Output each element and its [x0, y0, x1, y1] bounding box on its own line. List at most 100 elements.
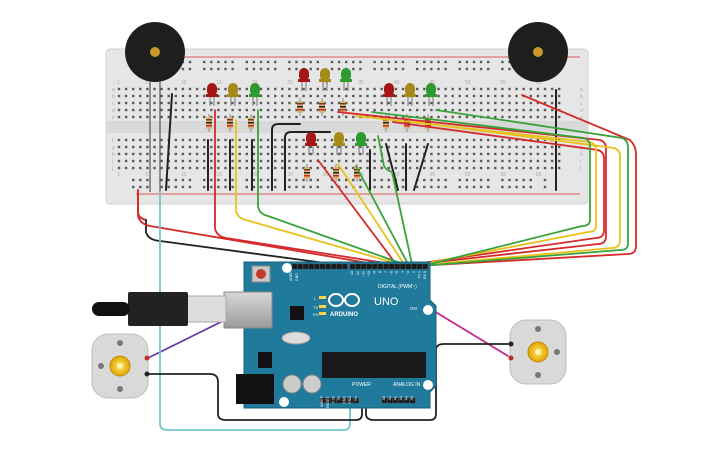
breadboard-hole[interactable] [408, 166, 412, 170]
breadboard-hole[interactable] [380, 108, 383, 112]
breadboard-hole[interactable] [281, 166, 284, 170]
breadboard-rail-hole[interactable] [337, 60, 341, 64]
breadboard-hole[interactable] [494, 87, 497, 91]
breadboard-hole[interactable] [281, 101, 284, 105]
breadboard-hole[interactable] [465, 101, 469, 105]
breadboard-hole[interactable] [451, 101, 454, 105]
breadboard-hole[interactable] [451, 145, 454, 149]
breadboard-hole[interactable] [401, 115, 405, 119]
breadboard-rail-hole[interactable] [359, 60, 362, 64]
breadboard-hole[interactable] [252, 108, 256, 112]
breadboard-hole[interactable] [266, 115, 270, 119]
breadboard-hole[interactable] [458, 145, 461, 149]
breadboard-rail-hole[interactable] [387, 67, 390, 71]
breadboard-hole[interactable] [408, 159, 412, 163]
breadboard-rail-hole[interactable] [479, 185, 483, 189]
breadboard-hole[interactable] [274, 101, 277, 105]
breadboard-hole[interactable] [323, 145, 327, 149]
breadboard-rail-hole[interactable] [515, 185, 518, 189]
breadboard-hole[interactable] [501, 115, 504, 119]
breadboard-hole[interactable] [316, 87, 319, 91]
breadboard-rail-hole[interactable] [501, 178, 504, 182]
header-pin[interactable] [342, 263, 348, 270]
breadboard-hole[interactable] [302, 87, 305, 91]
breadboard-hole[interactable] [238, 108, 241, 112]
breadboard-hole[interactable] [465, 159, 469, 163]
breadboard-hole[interactable] [444, 152, 447, 156]
arduino-uno[interactable]: ARDUINO UNO DIGITAL (PWM~) POWER ANALOG … [92, 261, 437, 409]
breadboard-hole[interactable] [479, 94, 483, 98]
breadboard-hole[interactable] [195, 166, 199, 170]
breadboard-hole[interactable] [281, 115, 284, 119]
breadboard-hole[interactable] [330, 166, 334, 170]
breadboard-hole[interactable] [408, 152, 412, 156]
breadboard-rail-hole[interactable] [430, 60, 433, 64]
breadboard-rail-hole[interactable] [259, 67, 263, 71]
breadboard-hole[interactable] [508, 166, 511, 170]
breadboard-hole[interactable] [195, 138, 199, 142]
breadboard-hole[interactable] [373, 152, 376, 156]
breadboard-rail-hole[interactable] [288, 60, 291, 64]
breadboard-hole[interactable] [231, 152, 234, 156]
breadboard-hole[interactable] [543, 115, 547, 119]
breadboard-hole[interactable] [266, 166, 270, 170]
breadboard-hole[interactable] [465, 138, 469, 142]
breadboard-hole[interactable] [259, 101, 263, 105]
breadboard-hole[interactable] [536, 101, 540, 105]
breadboard-hole[interactable] [501, 94, 504, 98]
breadboard-rail-hole[interactable] [203, 67, 206, 71]
breadboard-rail-hole[interactable] [188, 60, 192, 64]
breadboard-hole[interactable] [203, 145, 206, 149]
breadboard-hole[interactable] [153, 115, 156, 119]
breadboard-hole[interactable] [543, 94, 547, 98]
breadboard-hole[interactable] [522, 152, 525, 156]
led[interactable] [340, 68, 352, 91]
breadboard-hole[interactable] [366, 159, 369, 163]
breadboard-hole[interactable] [529, 94, 532, 98]
breadboard-hole[interactable] [401, 145, 405, 149]
breadboard-hole[interactable] [430, 152, 433, 156]
header-pin[interactable] [377, 263, 384, 270]
breadboard-rail-hole[interactable] [380, 60, 383, 64]
breadboard-hole[interactable] [458, 115, 461, 119]
breadboard-rail-hole[interactable] [302, 60, 305, 64]
header-pin[interactable] [325, 263, 331, 270]
breadboard-hole[interactable] [529, 159, 532, 163]
breadboard-hole[interactable] [366, 108, 369, 112]
breadboard-rail-hole[interactable] [458, 60, 461, 64]
breadboard-hole[interactable] [139, 145, 142, 149]
breadboard-hole[interactable] [487, 87, 490, 91]
led[interactable] [227, 83, 239, 106]
header-pin[interactable] [411, 263, 417, 270]
breadboard-hole[interactable] [416, 159, 419, 163]
breadboard-hole[interactable] [558, 152, 561, 156]
breadboard-hole[interactable] [153, 152, 156, 156]
breadboard-hole[interactable] [124, 166, 128, 170]
breadboard-hole[interactable] [487, 138, 490, 142]
breadboard-hole[interactable] [181, 166, 185, 170]
wire-red-5[interactable] [317, 159, 397, 265]
breadboard-hole[interactable] [345, 166, 348, 170]
breadboard-hole[interactable] [188, 108, 192, 112]
breadboard-rail-hole[interactable] [345, 60, 348, 64]
led[interactable] [355, 132, 367, 155]
breadboard-hole[interactable] [245, 115, 248, 119]
breadboard-hole[interactable] [153, 145, 156, 149]
breadboard-hole[interactable] [479, 138, 483, 142]
breadboard-hole[interactable] [238, 87, 241, 91]
breadboard-hole[interactable] [146, 87, 149, 91]
breadboard-hole[interactable] [139, 166, 142, 170]
breadboard-rail-hole[interactable] [217, 67, 220, 71]
breadboard-hole[interactable] [536, 115, 540, 119]
breadboard-hole[interactable] [352, 138, 355, 142]
breadboard-hole[interactable] [124, 152, 128, 156]
breadboard-hole[interactable] [494, 115, 497, 119]
header-pin[interactable] [349, 263, 356, 270]
breadboard-hole[interactable] [274, 145, 277, 149]
breadboard-hole[interactable] [430, 159, 433, 163]
led[interactable] [249, 83, 261, 106]
breadboard-hole[interactable] [238, 94, 241, 98]
breadboard-rail-hole[interactable] [302, 185, 305, 189]
breadboard-hole[interactable] [153, 108, 156, 112]
breadboard-hole[interactable] [259, 108, 263, 112]
